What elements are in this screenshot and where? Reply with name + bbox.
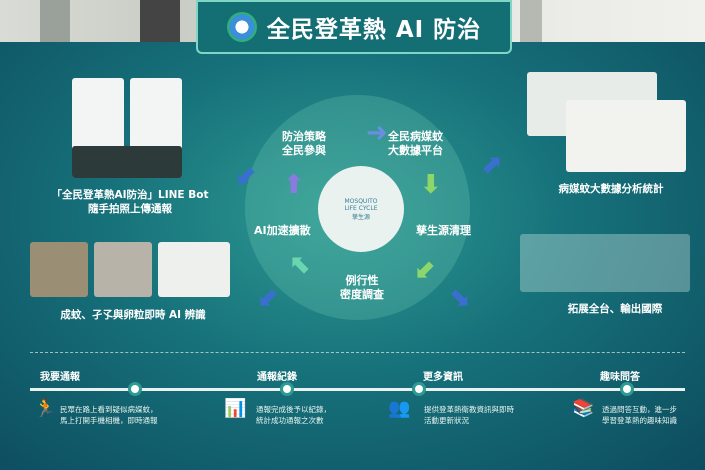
center-text-2: LIFE CYCLE (344, 204, 378, 212)
cycle-step-strategy: 防治策略 全民參與 (282, 130, 326, 157)
cycle-arrow-icon: ⬆ (283, 170, 305, 200)
timeline-desc-records: 通報完成後予以紀錄， 統計成功通報之次數 (256, 405, 331, 425)
people-icon: 👥 (388, 398, 411, 419)
mosquito-photo (30, 242, 88, 297)
world-map-graphic (520, 234, 690, 292)
cycle-arrow-icon: ⬇ (420, 170, 442, 200)
cycle-arrow-icon: ⬋ (415, 254, 437, 284)
larva-photo (94, 242, 152, 297)
timeline-desc-quiz: 透過問答互動，進一步 學習登革熱的趣味知識 (602, 405, 677, 425)
outer-arrow-icon: ⬈ (480, 150, 502, 180)
cycle-arrow-icon: ⬉ (290, 250, 312, 280)
cycle-step-breeding: 孳生源清理 (416, 224, 471, 237)
stats-caption: 病媒蚊大數據分析統計 (558, 183, 664, 195)
timeline-desc-report: 民眾在路上看到疑似病媒蚊， 馬上打開手機相機，即時通報 (60, 405, 158, 425)
linebot-menu (72, 146, 182, 178)
cycle-step-ai-spread: AI加速擴散 (254, 224, 311, 237)
egg-photo (158, 242, 230, 297)
timeline-dot (620, 382, 634, 396)
timeline-title-records: 通報紀錄 (257, 372, 297, 383)
center-text-1: MOSQUITO (344, 197, 378, 205)
timeline-title-report: 我要通報 (40, 372, 80, 383)
cycle-arrow-icon: ➜ (366, 118, 388, 148)
timeline-line (30, 388, 685, 391)
program-logo (226, 12, 257, 42)
timeline-desc-info: 提供登革熱衛教資訊與即時 活動更新狀況 (424, 405, 514, 425)
mosquito-lifecycle-graphic: MOSQUITO LIFE CYCLE 孳生源 (318, 166, 404, 252)
divider (30, 352, 685, 353)
reporter-icon: 🏃 (34, 398, 57, 419)
center-text-3: 孳生源 (351, 213, 370, 221)
identify-caption: 成蚊、孑孓與卵粒即時 AI 辨識 (60, 309, 206, 321)
cycle-step-survey: 例行性 密度調查 (340, 274, 384, 301)
outer-arrow-icon: ⬋ (258, 282, 280, 312)
outer-arrow-icon: ⬋ (236, 160, 258, 190)
bookshelf-icon: 📚 (572, 398, 595, 419)
timeline-title-info: 更多資訊 (423, 372, 463, 383)
title-banner: 全民登革熱 AI 防治 (196, 0, 512, 54)
timeline-dot (280, 382, 294, 396)
page-title: 全民登革熱 AI 防治 (266, 17, 482, 43)
linebot-caption: 「全民登革熱AI防治」LINE Bot 隨手拍照上傳通報 (51, 189, 209, 215)
chart-board-icon: 📊 (224, 398, 247, 419)
outer-arrow-icon: ⬊ (448, 282, 470, 312)
timeline-dot (128, 382, 142, 396)
timeline-dot (412, 382, 426, 396)
timeline-title-quiz: 趣味問答 (600, 372, 640, 383)
cycle-step-bigdata: 全民病媒蚊 大數據平台 (388, 130, 443, 157)
expand-caption: 拓展全台、輸出國際 (567, 303, 663, 315)
stats-dashboard-screenshot (566, 100, 686, 172)
